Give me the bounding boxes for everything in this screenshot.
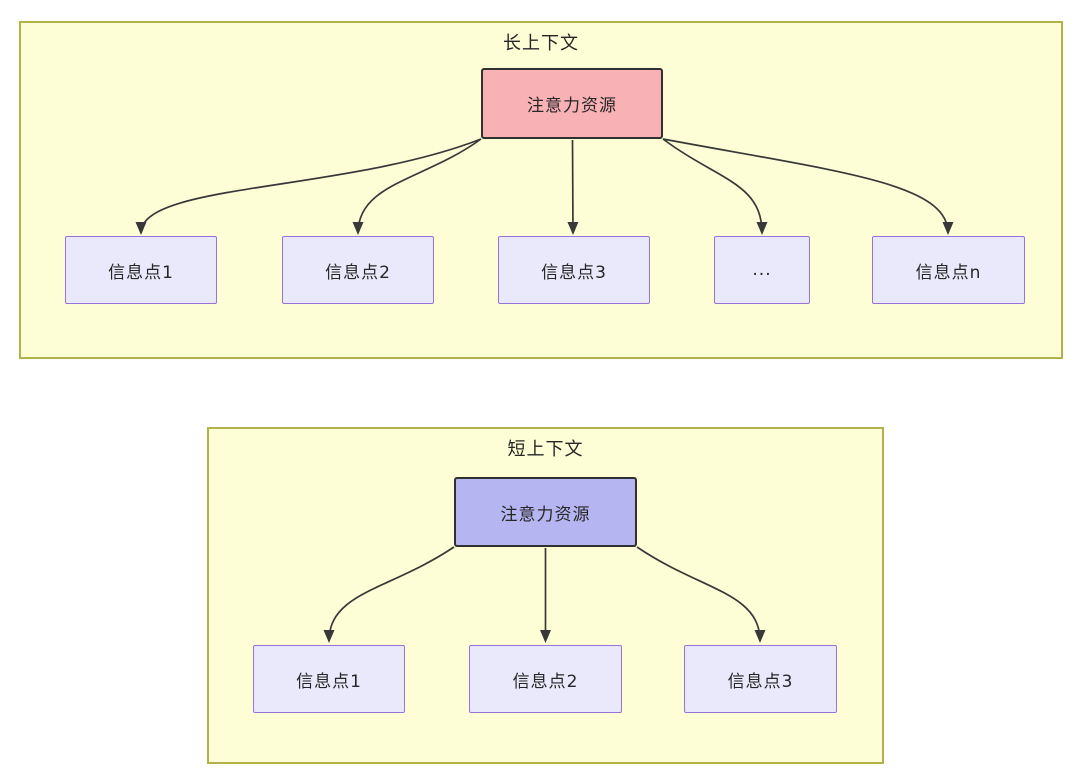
long-info-node-2: 信息点2 xyxy=(282,236,434,304)
long-info-node-ellipsis: ... xyxy=(714,236,810,304)
long-context-title: 长上下文 xyxy=(503,33,579,54)
long-info-node-n: 信息点n xyxy=(872,236,1025,304)
short-info-node-2: 信息点2 xyxy=(469,645,622,713)
short-attention-node: 注意力资源 xyxy=(454,477,637,547)
long-attention-node: 注意力资源 xyxy=(481,68,663,139)
short-info-node-1: 信息点1 xyxy=(253,645,405,713)
long-info-node-1: 信息点1 xyxy=(65,236,217,304)
long-info-node-3: 信息点3 xyxy=(498,236,650,304)
short-context-title: 短上下文 xyxy=(507,439,584,460)
short-info-node-3: 信息点3 xyxy=(684,645,837,713)
